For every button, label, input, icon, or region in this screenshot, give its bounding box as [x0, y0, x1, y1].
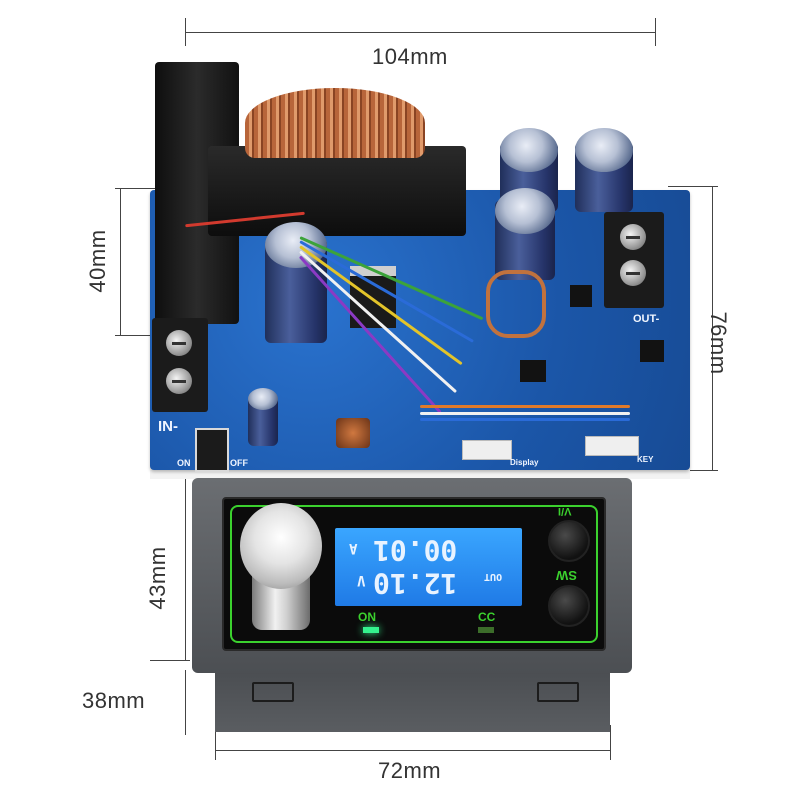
dim-76-top-tick	[668, 186, 718, 187]
inductor-small	[336, 418, 370, 448]
output-screw[interactable]	[620, 260, 646, 286]
capacitor-top	[495, 188, 555, 234]
dim-40-line	[120, 188, 121, 335]
lcd-out-label: OUT	[484, 571, 503, 582]
capacitor-small-top	[248, 388, 278, 410]
label-on: ON	[177, 458, 191, 468]
label-in-minus: IN-	[158, 418, 178, 435]
output-screw[interactable]	[620, 224, 646, 250]
dim-left-upper-height: 40mm	[85, 229, 110, 293]
key-connector	[585, 436, 639, 456]
lcd-bottom-unit: V	[357, 572, 366, 588]
dim-72-right-tick	[610, 725, 611, 760]
inductor-coil	[245, 88, 425, 158]
vi-button[interactable]	[548, 520, 590, 562]
wire-white	[420, 412, 630, 415]
display-connector	[462, 440, 512, 460]
wire-orange	[420, 405, 630, 408]
rotary-knob[interactable]	[240, 503, 322, 589]
pcb-board	[150, 190, 690, 470]
label-out-minus: OUT-	[633, 313, 660, 325]
dim-72-line	[215, 750, 610, 751]
lcd-bottom-value: 12.10	[373, 567, 458, 600]
dim-left-depth: 38mm	[82, 688, 146, 713]
capacitor-top	[575, 128, 633, 172]
case-slot-left	[252, 682, 294, 702]
case-slot-right	[537, 682, 579, 702]
dim-76-bottom-tick	[668, 470, 718, 471]
dim-top-width: 104mm	[372, 44, 448, 69]
led-indicator	[363, 627, 379, 633]
ic-chip	[520, 360, 546, 382]
module-green-frame	[230, 505, 598, 643]
power-switch[interactable]	[195, 428, 229, 472]
dim-76-line	[712, 186, 713, 470]
lcd-top-unit: A	[349, 540, 358, 556]
label-off: OFF	[230, 458, 248, 468]
lcd-screen	[335, 528, 522, 606]
label-display: Display	[510, 458, 539, 467]
cc-label: CC	[478, 610, 496, 624]
lcd-top-value: 00.01	[373, 534, 458, 567]
label-key: KEY	[637, 455, 654, 464]
fan-block	[208, 146, 466, 236]
ic-chip	[640, 340, 664, 362]
input-screw[interactable]	[166, 330, 192, 356]
dim-40-top-tick	[115, 188, 155, 189]
dim-72-left-tick	[215, 725, 216, 760]
dim-right-height: 76mm	[706, 311, 731, 375]
ic-chip	[570, 285, 592, 307]
capacitor-top	[500, 128, 558, 172]
dim-43-line	[185, 478, 186, 660]
dim-bottom-width: 72mm	[378, 758, 442, 783]
dim-top-right-tick	[655, 18, 656, 46]
dim-40-bottom-tick	[115, 335, 155, 336]
dim-38-line	[185, 670, 186, 735]
copper-loop	[486, 270, 546, 338]
dim-43-bottom-tick	[150, 660, 190, 661]
wire-blue	[420, 418, 630, 421]
vi-button-label: V/I	[558, 505, 572, 517]
cc-led	[478, 627, 494, 633]
sw-button-label: SW	[556, 568, 577, 583]
module-rear-case	[215, 672, 610, 732]
input-screw[interactable]	[166, 368, 192, 394]
on-label: ON	[358, 610, 376, 624]
dim-top-line	[185, 32, 655, 33]
dim-left-lower-height: 43mm	[145, 546, 170, 610]
sw-button[interactable]	[548, 585, 590, 627]
